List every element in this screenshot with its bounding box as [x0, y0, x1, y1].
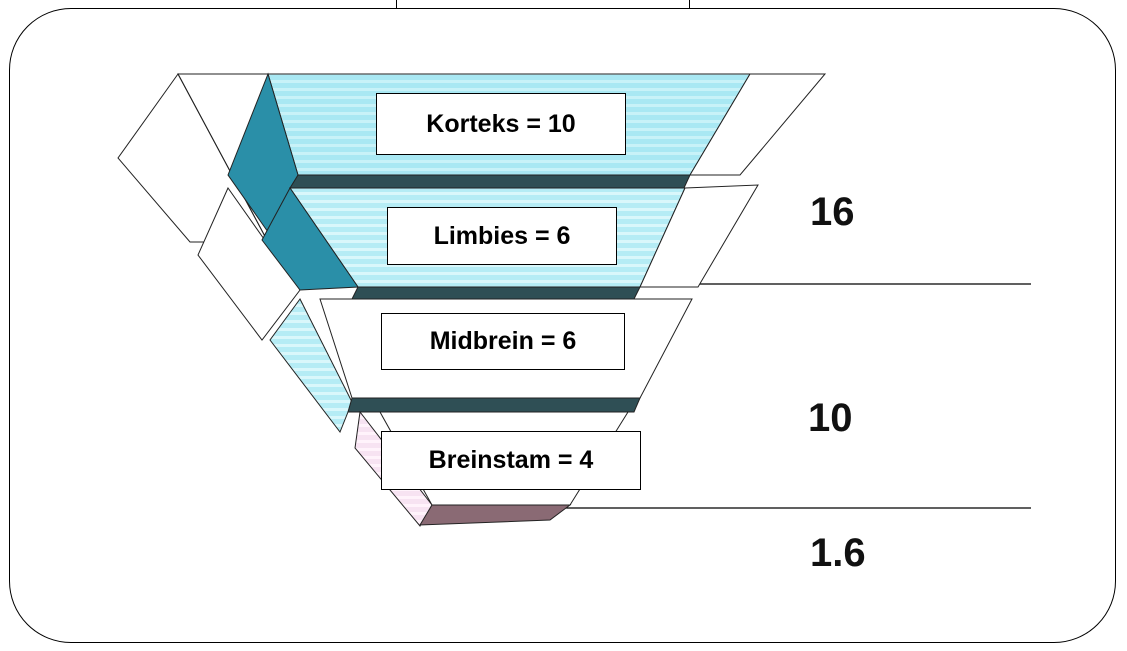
side-value-10: 10	[808, 396, 853, 440]
side-value-16: 16	[810, 190, 855, 234]
label-limbies: Limbies = 6	[387, 207, 617, 265]
label-midbrein: Midbrein = 6	[381, 313, 625, 370]
side-value-1-6: 1.6	[810, 531, 866, 575]
label-breinstam: Breinstam = 4	[381, 431, 641, 490]
label-korteks: Korteks = 10	[376, 93, 626, 155]
